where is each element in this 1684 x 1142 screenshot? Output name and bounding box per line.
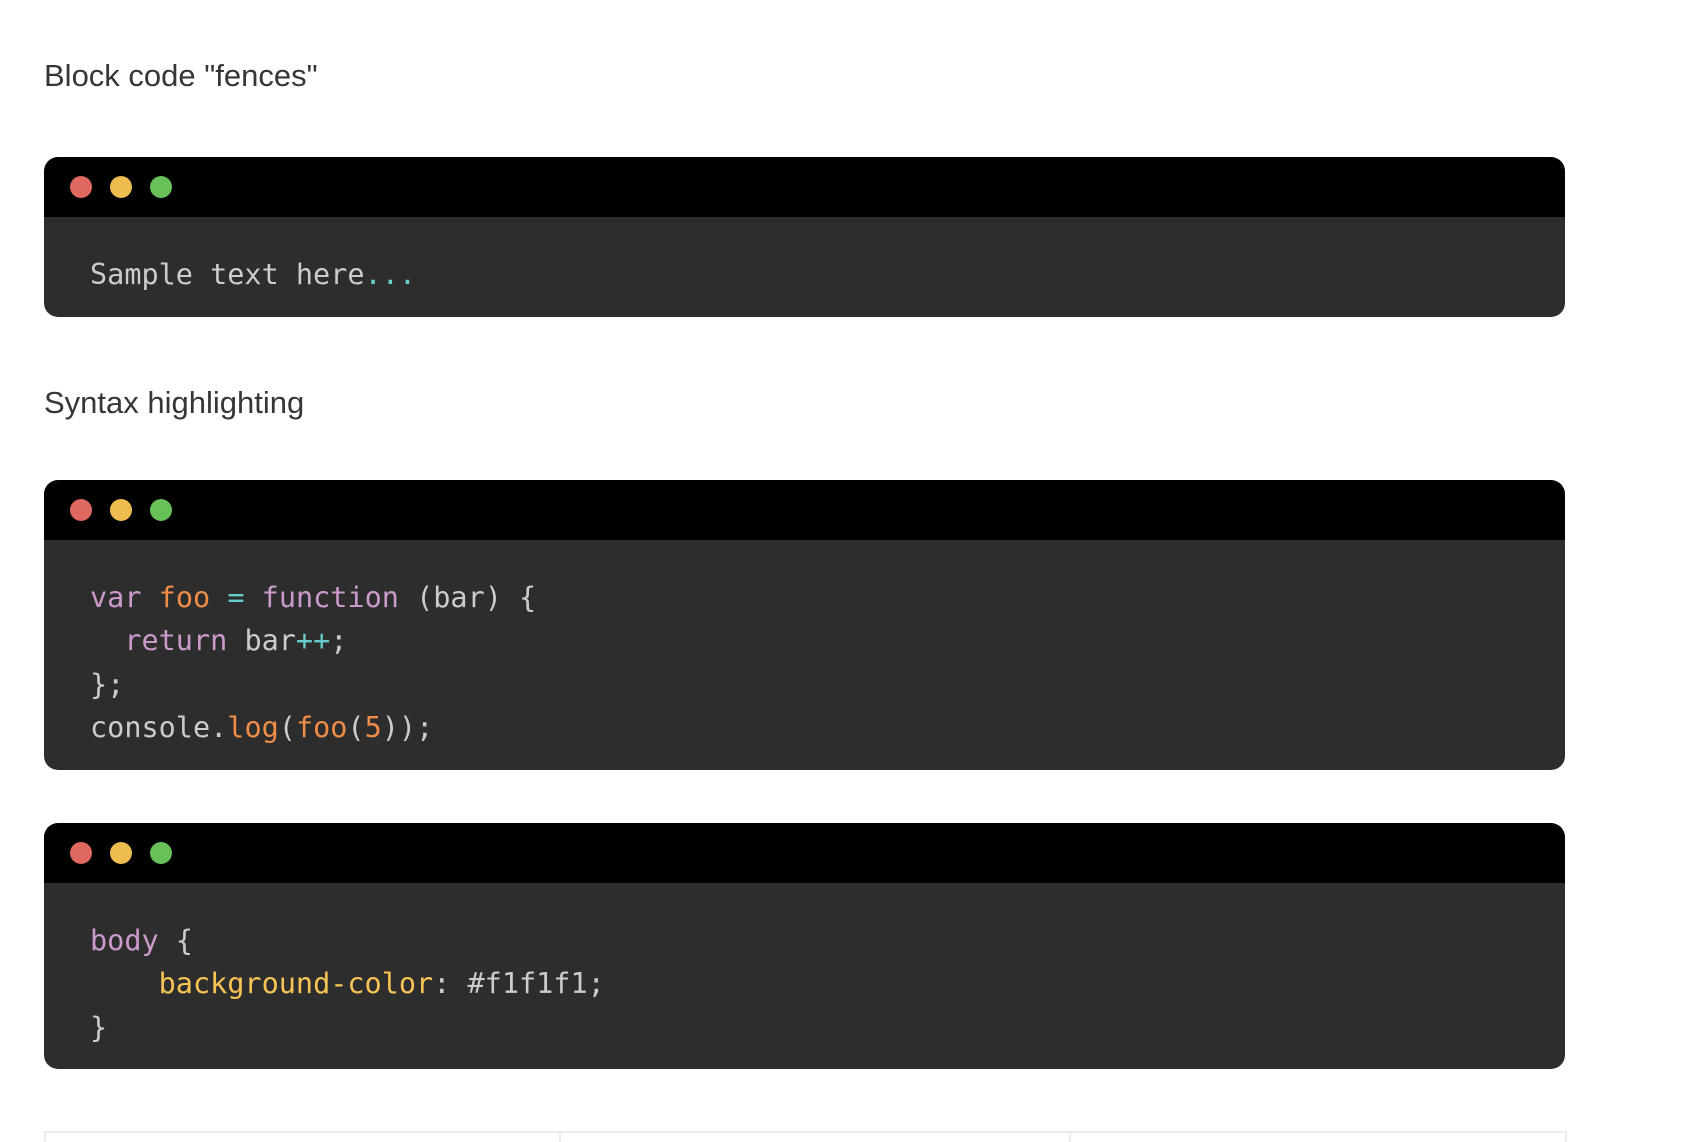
paragraph-block-code-fences: Block code "fences" (44, 58, 318, 93)
code-token-plain (141, 581, 158, 614)
window-button-minimize-icon (110, 176, 132, 198)
window-titlebar (44, 157, 1565, 217)
code-line: background-color: #f1f1f1; (90, 962, 1525, 1006)
table-cell (559, 1131, 1071, 1142)
table-cell (44, 1131, 561, 1142)
window-button-zoom-icon (150, 176, 172, 198)
code-line: } (90, 1006, 1525, 1050)
code-token-plain (244, 581, 261, 614)
code-line: var foo = function (bar) { (90, 576, 1525, 620)
code-token-plain (90, 624, 124, 657)
code-line: body { (90, 919, 1525, 963)
table-row (44, 1131, 1567, 1142)
code-block-plain: Sample text here... (44, 217, 1565, 317)
window-button-close-icon (70, 841, 92, 864)
code-token-keyword: return (124, 624, 228, 657)
window-button-minimize-icon (110, 841, 132, 864)
code-token-plain: )); (381, 711, 434, 744)
code-line: Sample text here... (90, 253, 1525, 297)
code-line: console.log(foo(5)); (90, 706, 1525, 750)
code-token-plain: : #f1f1f1; (433, 967, 605, 1000)
paragraph-syntax-highlighting: Syntax highlighting (44, 384, 305, 420)
code-token-plain: Sample text here (90, 258, 365, 291)
code-block-css: body { background-color: #f1f1f1;} (44, 882, 1565, 1069)
code-token-plain: } (90, 1010, 108, 1044)
table (44, 1131, 1567, 1142)
window-button-zoom-icon (150, 841, 172, 864)
code-token-plain (90, 967, 159, 1000)
code-token-plain: ; (330, 624, 348, 657)
code-token-number: 5 (364, 711, 382, 744)
code-token-plain: ( (347, 711, 365, 744)
markdown-content: Block code "fences" Sample text here... … (44, 0, 1567, 1142)
code-token-function: log (227, 711, 279, 744)
code-token-function: foo (295, 711, 348, 744)
window-button-minimize-icon (110, 498, 132, 521)
window-button-zoom-icon (150, 498, 172, 521)
code-token-plain: console. (90, 711, 228, 744)
code-token-plain: bar (227, 624, 296, 657)
code-token-selector: body (90, 923, 159, 957)
code-token-operator: = (227, 580, 245, 614)
window-button-close-icon (70, 498, 92, 521)
code-line: }; (90, 663, 1525, 707)
code-token-plain: ( (278, 711, 296, 744)
window-titlebar (44, 479, 1565, 540)
code-token-operator: ++ (295, 624, 331, 657)
window-button-close-icon (70, 176, 92, 198)
code-line: return bar++; (90, 619, 1525, 663)
code-token-keyword: function (261, 580, 399, 614)
code-window-plain: Sample text here... (44, 157, 1565, 317)
code-token-property: background-color (158, 967, 434, 1000)
table-cell (1069, 1131, 1567, 1142)
code-token-operator: ... (364, 258, 417, 291)
code-token-function: foo (158, 580, 211, 614)
code-block-javascript: var foo = function (bar) { return bar++;… (44, 539, 1565, 770)
code-window-css: body { background-color: #f1f1f1;} (44, 822, 1565, 1069)
code-token-plain (210, 581, 227, 614)
code-token-plain: { (158, 923, 193, 957)
window-titlebar (44, 822, 1565, 883)
code-window-javascript: var foo = function (bar) { return bar++;… (44, 479, 1565, 770)
code-token-plain: (bar) { (398, 580, 537, 614)
code-token-keyword: var (90, 580, 142, 614)
code-token-plain: }; (90, 667, 125, 701)
